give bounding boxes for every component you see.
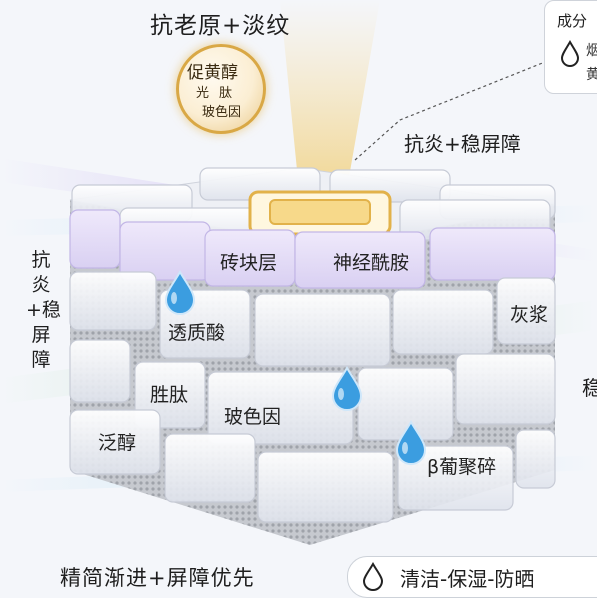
block-label-peptide: 胜肽 [150,384,189,406]
block-label-boseine: 玻色因 [224,406,282,428]
water-drop-icon [331,366,363,411]
right-edge-label: 稳 [582,376,597,400]
callout-label: 抗炎+稳屏障 [404,132,521,156]
legend-line-2: 黄 [586,67,597,83]
block-label-hyaluronic: 透质酸 [168,322,226,344]
legend-box [544,0,597,94]
legend-title: 成分 [557,12,588,30]
block-label-panthenol: 泛醇 [98,432,137,454]
page-title: 抗老原+淡纹 [150,13,291,39]
footer-title: 精简渐进+屏障优先 [60,566,255,590]
badge-line-1: 促黄醇 [187,63,238,83]
legend-line-1: 烟 [586,43,597,59]
ingredient-badge [176,44,266,134]
block-label-mortar: 灰浆 [510,304,549,326]
badge-line-2: 光肽 [196,86,243,101]
drop-outline-icon [362,562,384,591]
left-vertical-label: 抗炎+稳屏障 [26,249,61,371]
drop-outline-icon [560,40,580,67]
block-label-glucan: β葡聚碎 [427,456,497,478]
water-drop-icon [395,420,427,465]
block-label-brick: 砖块层 [220,252,278,274]
badge-line-3: 玻色因 [202,105,242,120]
routine-pill-text: 清洁-保湿-防晒 [400,567,535,591]
block-label-ceramide: 神经酰胺 [333,252,410,274]
water-drop-icon [164,270,196,315]
